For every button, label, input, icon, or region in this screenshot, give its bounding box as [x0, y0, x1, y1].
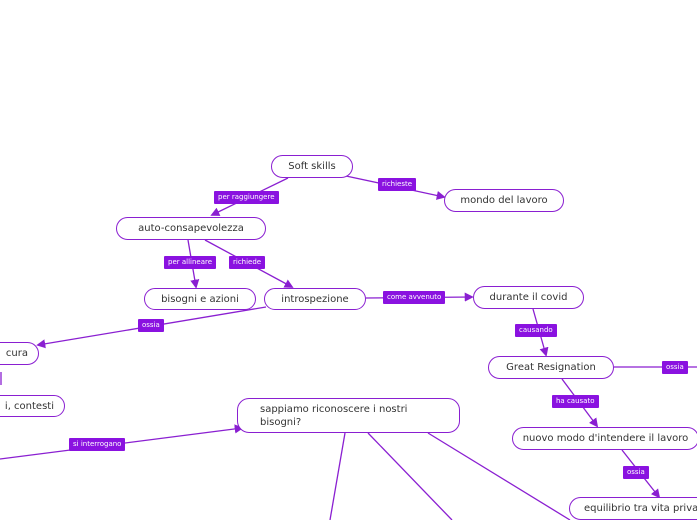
label-ha-causato: ha causato [552, 395, 599, 408]
node-label: Great Resignation [506, 362, 596, 373]
node-soft-skills[interactable]: Soft skills [271, 155, 353, 178]
node-nuovo-modo[interactable]: nuovo modo d'intendere il lavoro [512, 427, 697, 450]
node-label: bisogni e azioni [161, 293, 239, 305]
label-richieste: richieste [378, 178, 417, 191]
node-label: nuovo modo d'intendere il lavoro [522, 433, 689, 444]
node-equilibrio[interactable]: equilibrio tra vita priva [569, 497, 697, 520]
label-ossia: ossia [623, 466, 649, 479]
node-label: mondo del lavoro [460, 195, 548, 206]
node-label: i, contesti [4, 400, 54, 412]
label-per-raggiungere: per raggiungere [214, 191, 279, 204]
node-introspezione[interactable]: introspezione [264, 288, 366, 310]
node-label: durante il covid [489, 292, 568, 303]
node-label: cura [5, 348, 28, 359]
node-great-resignation[interactable]: Great Resignation [488, 356, 614, 379]
node-sappiamo-riconoscere[interactable]: sappiamo riconoscere i nostri bisogni? [237, 398, 460, 433]
node-label: equilibrio tra vita priva [584, 503, 697, 514]
node-mondo-del-lavoro[interactable]: mondo del lavoro [444, 189, 564, 212]
node-cura[interactable]: cura [0, 342, 39, 365]
node-label: introspezione [281, 293, 349, 305]
label-ossia: ossia [662, 361, 688, 374]
node-bisogni-e-azioni[interactable]: bisogni e azioni [144, 288, 256, 310]
label-per-allineare: per allineare [164, 256, 217, 269]
node-contesti[interactable]: i, contesti [0, 395, 65, 417]
label-richiede: richiede [229, 256, 266, 269]
label-causando: causando [515, 324, 557, 337]
label-come-avvenuto: come avvenuto [383, 291, 446, 304]
node-label: sappiamo riconoscere i nostri bisogni? [260, 403, 408, 428]
node-durante-il-covid[interactable]: durante il covid [473, 286, 584, 309]
node-auto-consapevolezza[interactable]: auto-consapevolezza [116, 217, 266, 240]
node-label: Soft skills [288, 161, 336, 172]
label-ossia: ossia [138, 319, 164, 332]
label-si-interrogano: si interrogano [69, 438, 126, 451]
node-label: auto-consapevolezza [138, 223, 244, 234]
